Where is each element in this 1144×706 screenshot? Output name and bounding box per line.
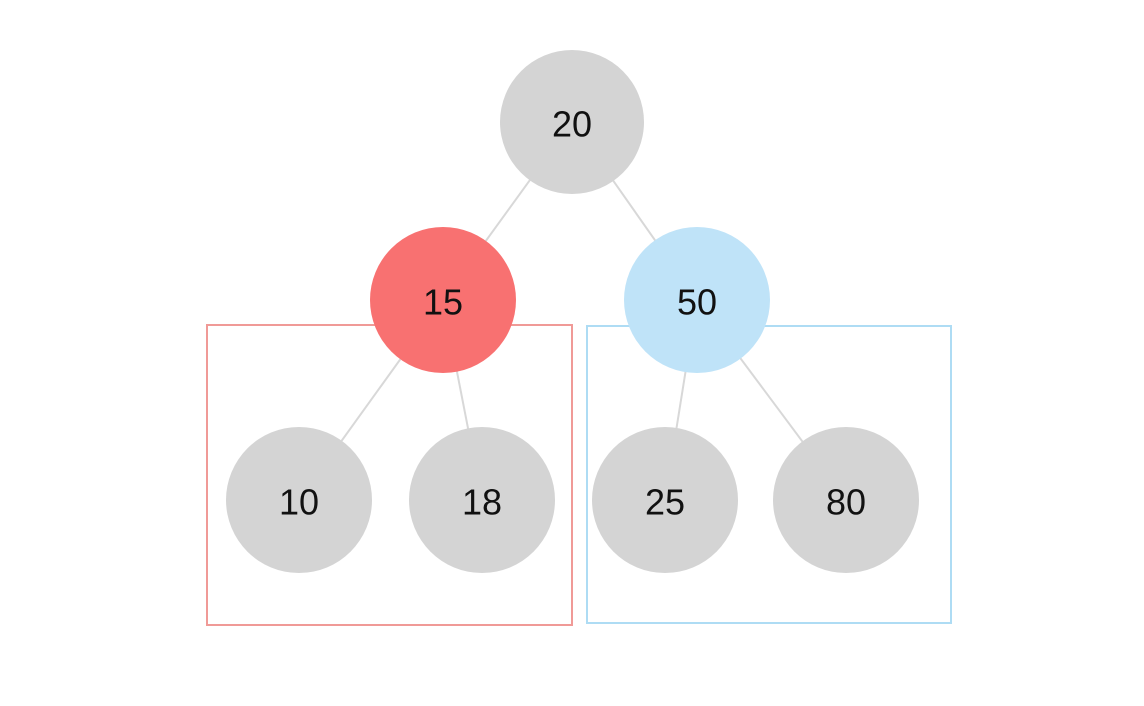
node-label-left-left: 10 [279, 482, 319, 523]
node-label-right: 50 [677, 282, 717, 323]
tree-node-left: 15 [370, 227, 516, 373]
tree-node-root: 20 [500, 50, 644, 194]
node-label-right-left: 25 [645, 482, 685, 523]
node-circle-right-right [773, 427, 919, 573]
node-circle-right-left [592, 427, 738, 573]
node-circle-left-left [226, 427, 372, 573]
node-circle-left [370, 227, 516, 373]
node-label-left: 15 [423, 282, 463, 323]
tree-node-left-left: 10 [226, 427, 372, 573]
tree-node-right-left: 25 [592, 427, 738, 573]
node-circle-left-right [409, 427, 555, 573]
node-circle-root [500, 50, 644, 194]
tree-node-right: 50 [624, 227, 770, 373]
node-label-left-right: 18 [462, 482, 502, 523]
node-label-root: 20 [552, 104, 592, 145]
node-circle-right [624, 227, 770, 373]
right-subtree-box [586, 325, 952, 624]
node-label-right-right: 80 [826, 482, 866, 523]
tree-node-left-right: 18 [409, 427, 555, 573]
tree-node-right-right: 80 [773, 427, 919, 573]
